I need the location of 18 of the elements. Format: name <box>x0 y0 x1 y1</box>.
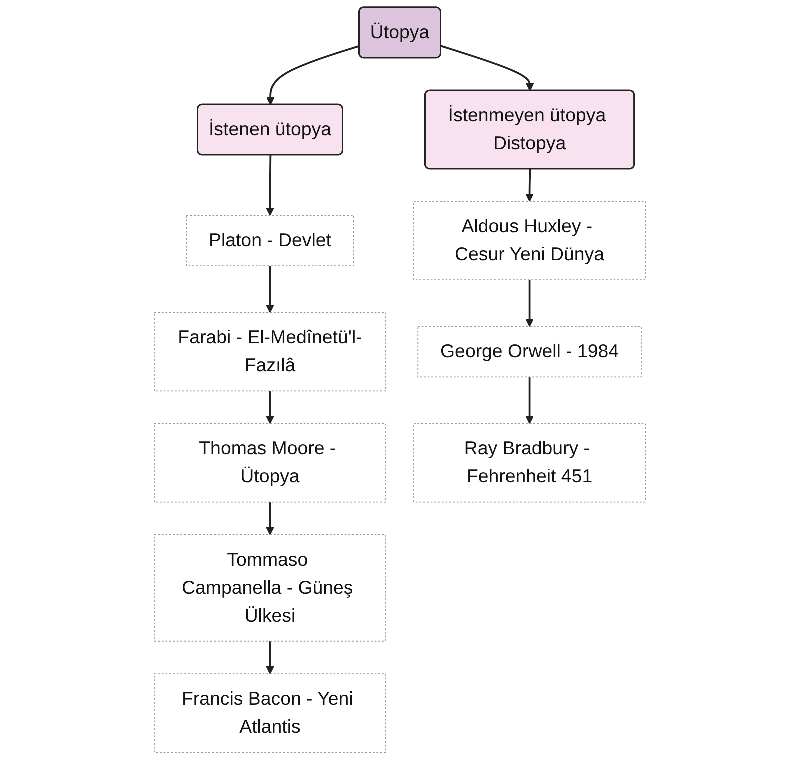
node-box: Ray Bradbury - Fehrenheit 451 <box>414 423 646 503</box>
arrow <box>266 266 274 314</box>
node-box: George Orwell - 1984 <box>418 326 642 378</box>
arrow <box>440 45 534 92</box>
arrow <box>266 155 274 216</box>
node-box: Platon - Devlet <box>186 215 354 267</box>
arrow <box>266 502 274 536</box>
node-box: Francis Bacon - Yeni Atlantis <box>154 674 386 753</box>
node-box: Aldous Huxley - Cesur Yeni Dünya <box>414 201 646 281</box>
arrow <box>526 377 534 424</box>
arrow <box>266 45 360 106</box>
arrow <box>526 280 534 328</box>
arrow <box>526 169 534 202</box>
arrow <box>266 641 274 674</box>
node-box: Tommaso Campanella - Güneş Ülkesi <box>154 534 386 642</box>
node-box: Farabi - El-Medînetü'l-Fazılâ <box>154 312 386 392</box>
node-box: Thomas Moore - Ütopya <box>154 423 386 503</box>
arrow <box>266 391 274 424</box>
